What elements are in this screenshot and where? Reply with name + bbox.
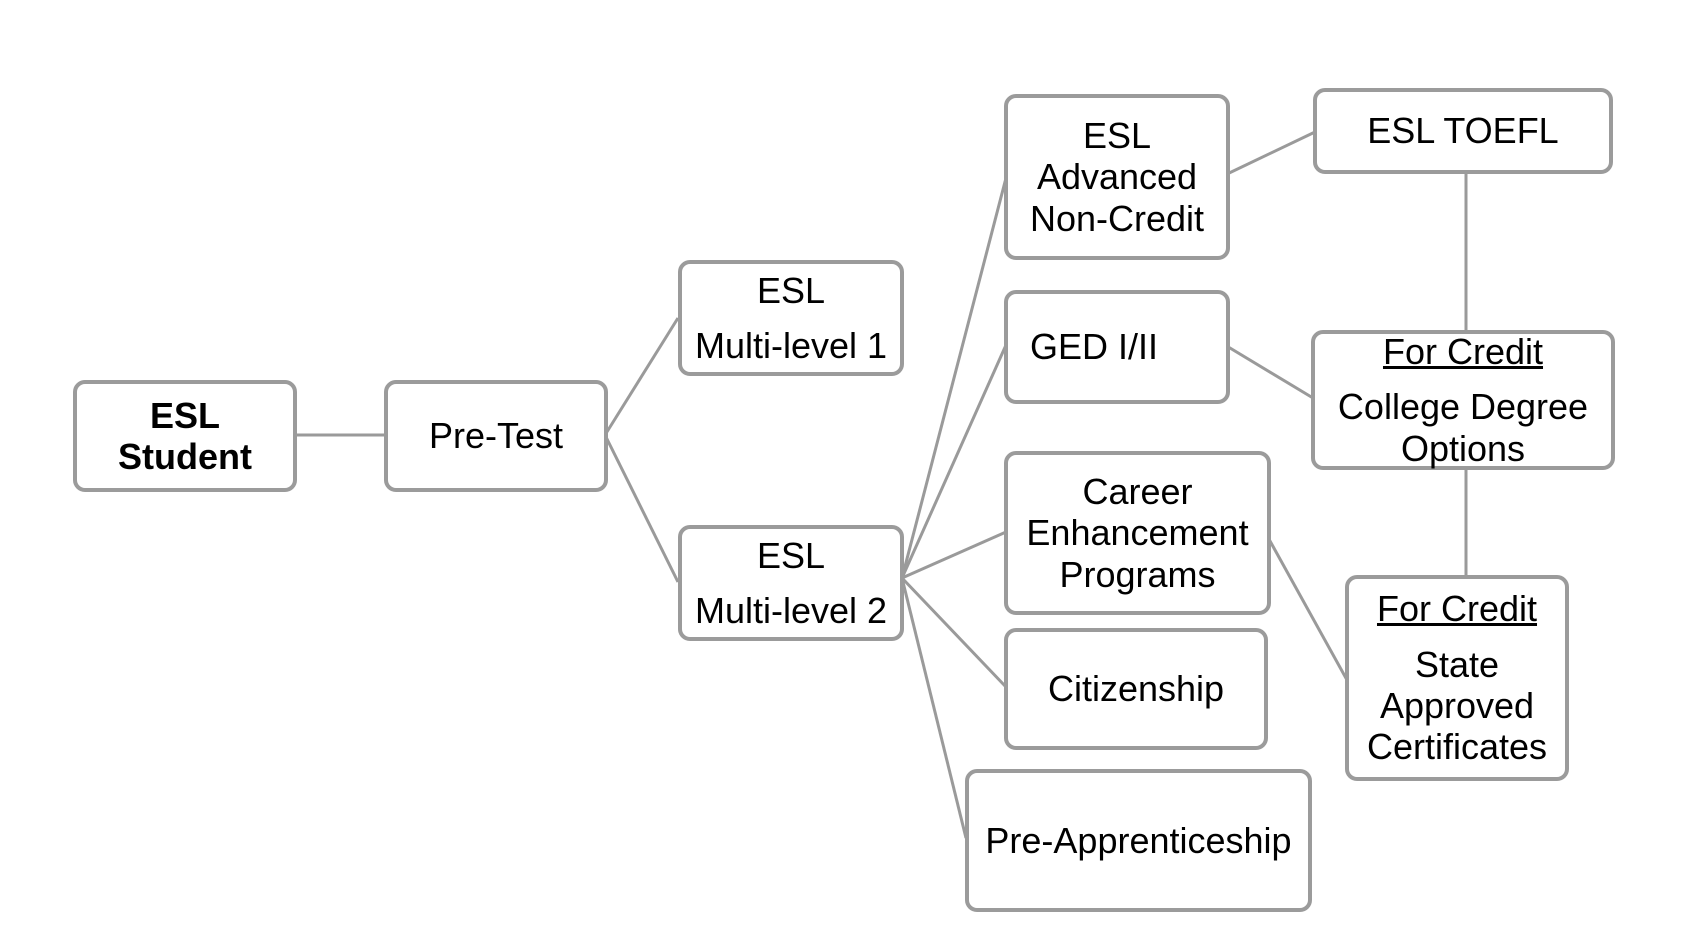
node-college-degree-line1: For Credit: [1382, 330, 1544, 372]
node-esl-student: ESL Student: [73, 380, 297, 492]
connector-ged-college: [1224, 343, 1314, 400]
node-state-certificates-line1: For Credit: [1376, 588, 1538, 630]
node-career-line1: Career: [1082, 470, 1193, 512]
node-state-certificates-line2: State: [1414, 643, 1500, 685]
node-esl-advanced-noncredit: ESL Advanced Non-Credit: [1004, 94, 1230, 260]
node-esl-student-line1: ESL: [149, 394, 220, 436]
node-ged-line1: GED I/II: [1030, 326, 1159, 368]
node-esl-multilevel-1-line1: ESL: [756, 269, 826, 311]
connector-ml2-career: [901, 530, 1007, 580]
node-college-degree-line2: College Degree: [1337, 386, 1589, 428]
connector-career-state: [1263, 531, 1349, 681]
node-esl-toefl: ESL TOEFL: [1313, 88, 1613, 174]
node-esl-multilevel-1-line2: Multi-level 1: [694, 325, 888, 366]
node-esl-multilevel-1: ESL Multi-level 1: [678, 260, 904, 376]
node-pre-test-line1: Pre-Test: [428, 415, 564, 457]
node-esl-toefl-line1: ESL TOEFL: [1367, 110, 1559, 152]
node-college-degree-line3: Options: [1400, 427, 1526, 469]
connector-ml2-ged: [900, 344, 1008, 579]
node-esl-advanced-line2: Advanced: [1036, 156, 1198, 198]
node-career-line2: Enhancement: [1026, 512, 1249, 554]
node-pre-test: Pre-Test: [384, 380, 608, 492]
connector-pretest-ml2: [603, 434, 680, 583]
node-ged: GED I/II: [1004, 290, 1230, 404]
node-career-enhancement: Career Enhancement Programs: [1004, 451, 1271, 615]
connector-pretest-ml1: [603, 317, 680, 436]
node-esl-student-line2: Student: [118, 436, 252, 477]
node-esl-multilevel-2-line1: ESL: [756, 534, 826, 576]
node-citizenship-line1: Citizenship: [1047, 668, 1225, 710]
node-state-certificates-line3: Approved: [1379, 685, 1535, 726]
node-state-certificates-line4: Certificates: [1366, 726, 1548, 768]
node-pre-apprenticeship: Pre-Apprenticeship: [965, 769, 1312, 912]
connector-ml2-advanced: [900, 177, 1008, 579]
node-state-approved-certificates: For Credit State Approved Certificates: [1345, 575, 1569, 781]
node-college-degree-options: For Credit College Degree Options: [1311, 330, 1615, 470]
connector-ml2-citizenship: [900, 576, 1008, 689]
node-career-line3: Programs: [1059, 553, 1216, 595]
node-pre-apprenticeship-line1: Pre-Apprenticeship: [985, 819, 1292, 861]
node-esl-multilevel-2-line2: Multi-level 2: [694, 590, 888, 631]
node-citizenship: Citizenship: [1004, 628, 1268, 750]
node-esl-multilevel-2: ESL Multi-level 2: [678, 525, 904, 641]
connector-ml2-preapprenticeship: [900, 577, 968, 839]
connector-advanced-toefl: [1224, 130, 1316, 177]
node-esl-advanced-line1: ESL: [1082, 114, 1152, 156]
node-esl-advanced-line3: Non-Credit: [1029, 197, 1205, 239]
